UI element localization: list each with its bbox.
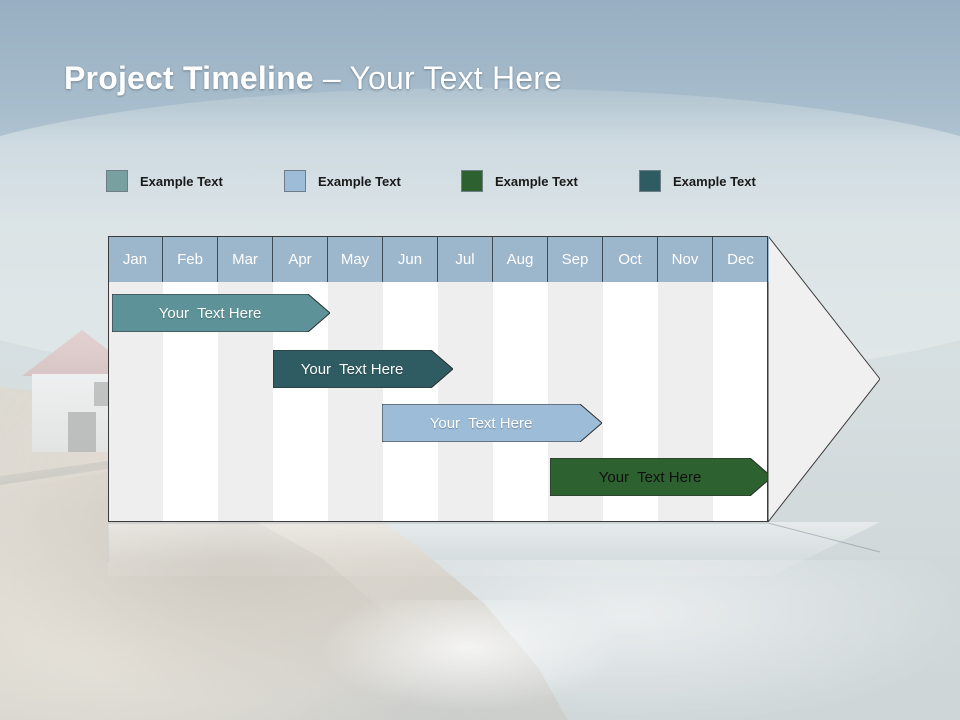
legend-label-2: Example Text (318, 173, 401, 189)
background-surf (300, 600, 640, 720)
task-bar-shape-4 (550, 458, 772, 496)
month-header-sep[interactable]: Sep (548, 236, 603, 282)
month-header-may[interactable]: May (328, 236, 383, 282)
legend: Example Text Example Text Example Text Exam… (106, 168, 826, 196)
task-bar-shape-2 (273, 350, 453, 388)
chart-column-may (328, 282, 383, 522)
legend-label-1: Example Text (140, 173, 223, 189)
legend-label-3: Example Text (495, 173, 578, 189)
month-header-mar[interactable]: Mar (218, 236, 273, 282)
legend-label-4: Example Text (673, 173, 756, 189)
month-header-oct[interactable]: Oct (603, 236, 658, 282)
timeline-arrow-head (768, 236, 880, 522)
task-bar-shape-1 (112, 294, 330, 332)
legend-swatch-2 (284, 170, 306, 192)
month-header-dec[interactable]: Dec (713, 236, 768, 282)
legend-item-4[interactable]: Example Text (639, 168, 756, 194)
legend-item-2[interactable]: Example Text (284, 168, 401, 194)
legend-swatch-3 (461, 170, 483, 192)
month-header-feb[interactable]: Feb (163, 236, 218, 282)
task-bar-1[interactable]: Your Text Here (112, 294, 330, 332)
task-bar-2[interactable]: Your Text Here (273, 350, 453, 388)
month-header-nov[interactable]: Nov (658, 236, 713, 282)
page-title-bold: Project Timeline (64, 60, 314, 96)
page-title-regular: Your Text Here (349, 60, 563, 96)
legend-swatch-4 (639, 170, 661, 192)
chart-column-aug (493, 282, 548, 522)
legend-swatch-1 (106, 170, 128, 192)
page-title: Project Timeline – Your Text Here (64, 60, 562, 97)
background-house-door (68, 412, 96, 452)
chart-column-jun (383, 282, 438, 522)
task-bar-label-4: Your Text Here (598, 468, 702, 486)
task-bar-4[interactable]: Your Text Here (550, 458, 772, 496)
month-header-jan[interactable]: Jan (108, 236, 163, 282)
task-bar-label-2: Your Text Here (300, 360, 404, 378)
task-bar-label-1: Your Text Here (158, 304, 262, 322)
chart-column-jul (438, 282, 493, 522)
legend-item-3[interactable]: Example Text (461, 168, 578, 194)
month-header-jul[interactable]: Jul (438, 236, 493, 282)
task-bar-shape-3 (382, 404, 602, 442)
month-header-aug[interactable]: Aug (493, 236, 548, 282)
page-title-separator: – (313, 60, 350, 96)
month-header-jun[interactable]: Jun (383, 236, 438, 282)
legend-item-1[interactable]: Example Text (106, 168, 223, 194)
month-header-apr[interactable]: Apr (273, 236, 328, 282)
task-bar-label-3: Your Text Here (429, 414, 533, 432)
background-house-window (94, 382, 108, 406)
task-bar-3[interactable]: Your Text Here (382, 404, 602, 442)
